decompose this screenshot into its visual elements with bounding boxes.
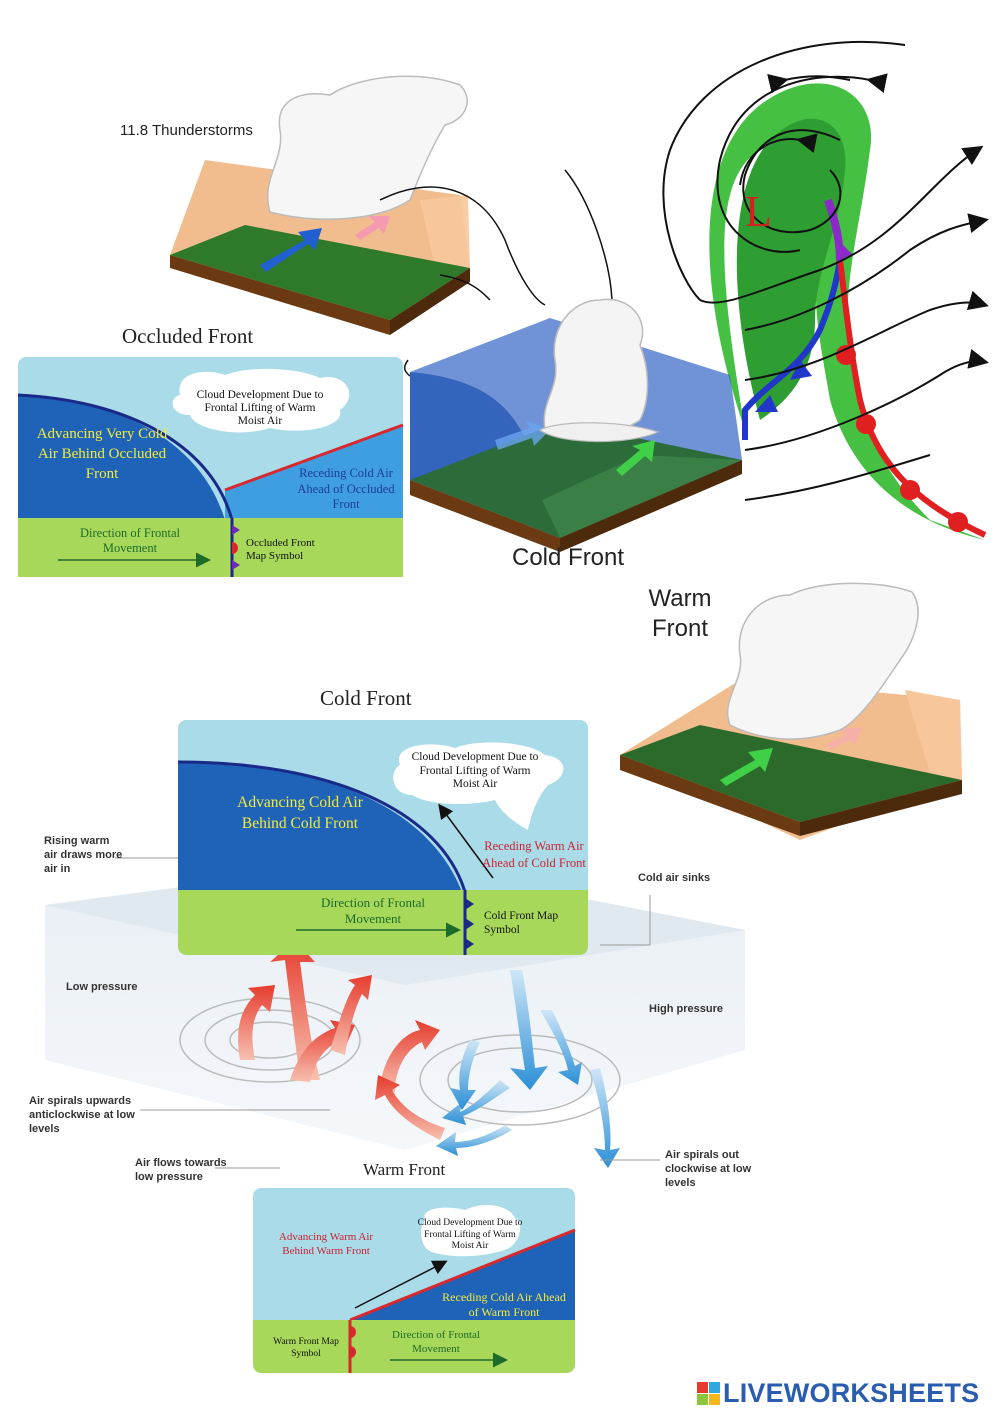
- warm-receding-label: Receding Cold Air Ahead of Warm Front: [442, 1290, 566, 1319]
- occluded-receding-label: Receding Cold Air Ahead of Occluded Fron…: [297, 466, 395, 511]
- warm-cloud-label: Cloud Development Due to Frontal Lifting…: [417, 1218, 523, 1251]
- warm-symbol-label: Warm Front Map Symbol: [273, 1337, 339, 1359]
- occluded-symbol-label: Occluded Front Map Symbol: [246, 537, 315, 562]
- warm-front-block-label: Warm Front: [648, 585, 712, 642]
- liveworksheets-logo: LIVEWORKSHEETS: [697, 1378, 979, 1408]
- logo-text: LIVEWORKSHEETS: [723, 1377, 980, 1408]
- warm-front-panel-title: Warm Front: [363, 1160, 446, 1179]
- rising-air-label: Rising warm air draws more air in: [44, 835, 123, 875]
- warm-front-panel: [253, 1188, 576, 1373]
- page-heading: 11.8 Thunderstorms: [120, 122, 253, 139]
- flows-label: Air flows towards low pressure: [135, 1157, 227, 1183]
- cold-front-block-label: Cold Front: [512, 544, 625, 571]
- low-letter: L: [745, 187, 772, 236]
- occluded-direction-label: Direction of Frontal Movement: [80, 526, 180, 555]
- cold-symbol-label: Cold Front Map Symbol: [484, 910, 559, 936]
- cold-front-panel-title: Cold Front: [320, 686, 412, 710]
- occluded-front-panel: [17, 357, 404, 577]
- warm-advancing-label: Advancing Warm Air Behind Warm Front: [278, 1231, 374, 1257]
- cold-front-panel: [177, 720, 588, 955]
- thunderstorm-block-top: [170, 75, 470, 335]
- low-pressure-label: Low pressure: [66, 981, 138, 993]
- warm-front-block: [620, 582, 962, 840]
- cold-cloud-label: Cloud Development Due to Frontal Lifting…: [411, 751, 539, 790]
- high-pressure-label: High pressure: [649, 1003, 723, 1015]
- cold-receding-label: Receding Warm Air Ahead of Cold Front: [482, 839, 586, 870]
- logo-squares-icon: [697, 1381, 720, 1405]
- occluded-front-title: Occluded Front: [122, 324, 254, 348]
- spirals-out-label: Air spirals out clockwise at low levels: [665, 1149, 752, 1189]
- occluded-cloud-label: Cloud Development Due to Frontal Lifting…: [196, 389, 324, 427]
- occluded-advancing-label: Advancing Very Cold Air Behind Occluded …: [36, 426, 168, 482]
- cold-advancing-label: Advancing Cold Air Behind Cold Front: [237, 794, 363, 832]
- spirals-up-label: Air spirals upwards anticlockwise at low…: [29, 1095, 135, 1135]
- low-pressure-map: L: [662, 41, 989, 541]
- cold-air-sinks-label: Cold air sinks: [638, 872, 711, 884]
- warm-direction-label: Direction of Frontal Movement: [392, 1329, 480, 1355]
- cold-front-block: [410, 298, 742, 552]
- cold-direction-label: Direction of Frontal Movement: [321, 895, 425, 926]
